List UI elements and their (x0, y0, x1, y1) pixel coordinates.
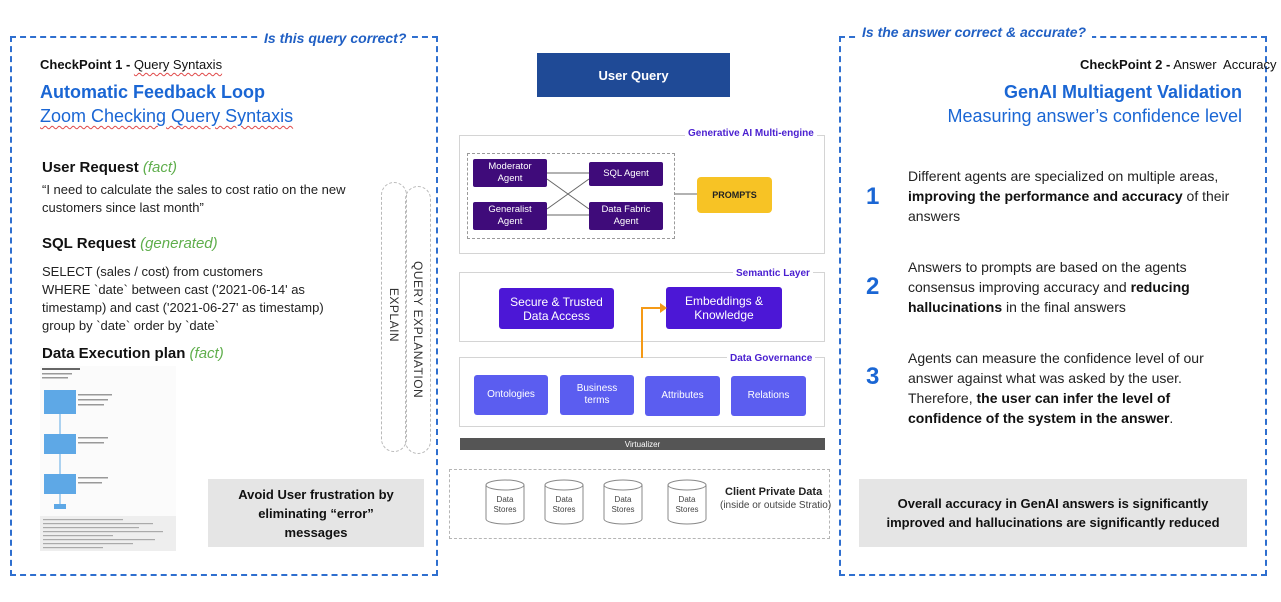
data-store-4: Data Stores (675, 495, 699, 514)
point-2-bold: reducing hallucinations (908, 279, 1190, 315)
user-request-text: “I need to calculate the sales to cost r… (42, 182, 346, 215)
user-request-label: User Request (42, 159, 139, 176)
point-2-pre: Answers to prompts are based on the agen… (908, 259, 1187, 295)
data-store-cylinders (485, 479, 707, 525)
user-request-tag: (fact) (142, 159, 178, 176)
point-1-bold: improving the performance and accuracy (908, 188, 1183, 204)
sql-request-heading: SQL Request (generated) (42, 235, 218, 252)
explain-label: EXPLAIN (387, 287, 401, 343)
user-query-label: User Query (598, 67, 669, 83)
point-3-bold: the user can infer the level of confiden… (908, 390, 1171, 426)
execution-plan-label: Data Execution plan (42, 345, 186, 362)
point-1-text: Different agents are specialized on mult… (908, 166, 1238, 226)
secure-data-access-box: Secure & Trusted Data Access (499, 288, 614, 329)
user-request-heading: User Request (fact) (42, 159, 177, 176)
virtualizer-label: Virtualizer (624, 439, 661, 449)
gen-ai-panel (459, 135, 825, 254)
checkpoint-1-panel (10, 36, 438, 576)
agents-group (467, 153, 675, 239)
query-question: Is this query correct? (258, 30, 413, 46)
checkpoint-1-bold: CheckPoint 1 - (40, 57, 131, 72)
left-summary-box: Avoid User frustration by eliminating “e… (208, 479, 424, 547)
business-terms-box: Business terms (560, 375, 634, 415)
prompts-label: PROMPTS (712, 190, 757, 200)
data-store-2: Data Stores (552, 495, 576, 514)
sql-request-tag: (generated) (140, 235, 218, 252)
relations-box: Relations (731, 376, 806, 416)
gen-ai-title: Generative AI Multi-engine (685, 128, 817, 139)
checkpoint-2-bold: CheckPoint 2 - (1080, 57, 1171, 72)
data-store-3: Data Stores (611, 495, 635, 514)
query-explanation-label: QUERY EXPLANATION (411, 261, 425, 399)
data-fabric-agent: Data Fabric Agent (589, 202, 663, 230)
point-2-post: in the final answers (1002, 299, 1126, 315)
embeddings-knowledge-box: Embeddings & Knowledge (666, 287, 782, 329)
point-2-text: Answers to prompts are based on the agen… (908, 257, 1208, 317)
point-number-1: 1 (866, 183, 880, 210)
agent-connectors (546, 172, 697, 216)
moderator-agent: Moderator Agent (473, 159, 547, 187)
semantic-layer-title: Semantic Layer (733, 268, 813, 279)
left-heading: Automatic Feedback Loop (40, 82, 266, 102)
governance-to-embeddings-arrow (641, 303, 667, 358)
left-subheading: Zoom Checking Query Syntaxis (40, 106, 293, 127)
execution-plan-thumbnail (40, 366, 176, 551)
sql-line: timestamp) and cast ('2021-06-27' as tim… (42, 300, 324, 315)
client-private-data-sub: (inside or outside Stratio) (720, 500, 832, 511)
sql-request-label: SQL Request (42, 235, 136, 252)
point-3-text: Agents can measure the confidence level … (908, 348, 1218, 428)
point-number-2: 2 (866, 273, 880, 300)
right-subheading: Measuring answer’s confidence level (947, 106, 1243, 126)
sql-line: group by `date` order by `date` (42, 318, 220, 333)
execution-plan-heading: Data Execution plan (fact) (42, 345, 224, 362)
right-heading: GenAI Multiagent Validation (1003, 82, 1242, 102)
sql-line: WHERE `date` between cast ('2021-06-14' … (42, 282, 305, 297)
client-private-data-title: Client Private Data (725, 486, 823, 498)
query-explanation-pill[interactable] (405, 186, 431, 454)
point-number-3: 3 (866, 363, 880, 390)
point-1-post: of their answers (908, 188, 1230, 224)
user-query-box: User Query (537, 53, 730, 97)
right-summary-box: Overall accuracy in GenAI answers is sig… (859, 479, 1247, 547)
data-governance-title: Data Governance (727, 353, 816, 364)
execution-plan-tag: (fact) (189, 345, 224, 362)
answer-question: Is the answer correct & accurate? (856, 24, 1093, 40)
client-data-panel (449, 469, 830, 539)
checkpoint-2-label: CheckPoint 2 - Answer Accuracy (1080, 57, 1277, 72)
sql-request-code: SELECT (sales / cost) from customers WHE… (42, 263, 362, 335)
checkpoint-1-text: Query Syntaxis (133, 57, 223, 72)
attributes-box: Attributes (645, 376, 720, 416)
prompts-box: PROMPTS (697, 177, 772, 213)
explain-pill[interactable] (381, 182, 407, 452)
data-store-1: Data Stores (493, 495, 517, 514)
point-3-pre: Agents can measure the confidence level … (908, 350, 1204, 406)
checkpoint-1-label: CheckPoint 1 - Query Syntaxis (40, 57, 222, 72)
point-1-pre: Different agents are specialized on mult… (908, 168, 1219, 184)
virtualizer-bar: Virtualizer (460, 438, 825, 450)
left-subheading-text: Zoom Checking Query Syntaxis (40, 106, 294, 126)
sql-line: SELECT (sales / cost) from customers (42, 264, 263, 279)
point-3-post: . (1169, 410, 1174, 426)
ontologies-box: Ontologies (474, 375, 548, 415)
checkpoint-2-text: Answer Accuracy (1173, 57, 1277, 72)
sql-agent: SQL Agent (589, 162, 663, 186)
generalist-agent: Generalist Agent (473, 202, 547, 230)
